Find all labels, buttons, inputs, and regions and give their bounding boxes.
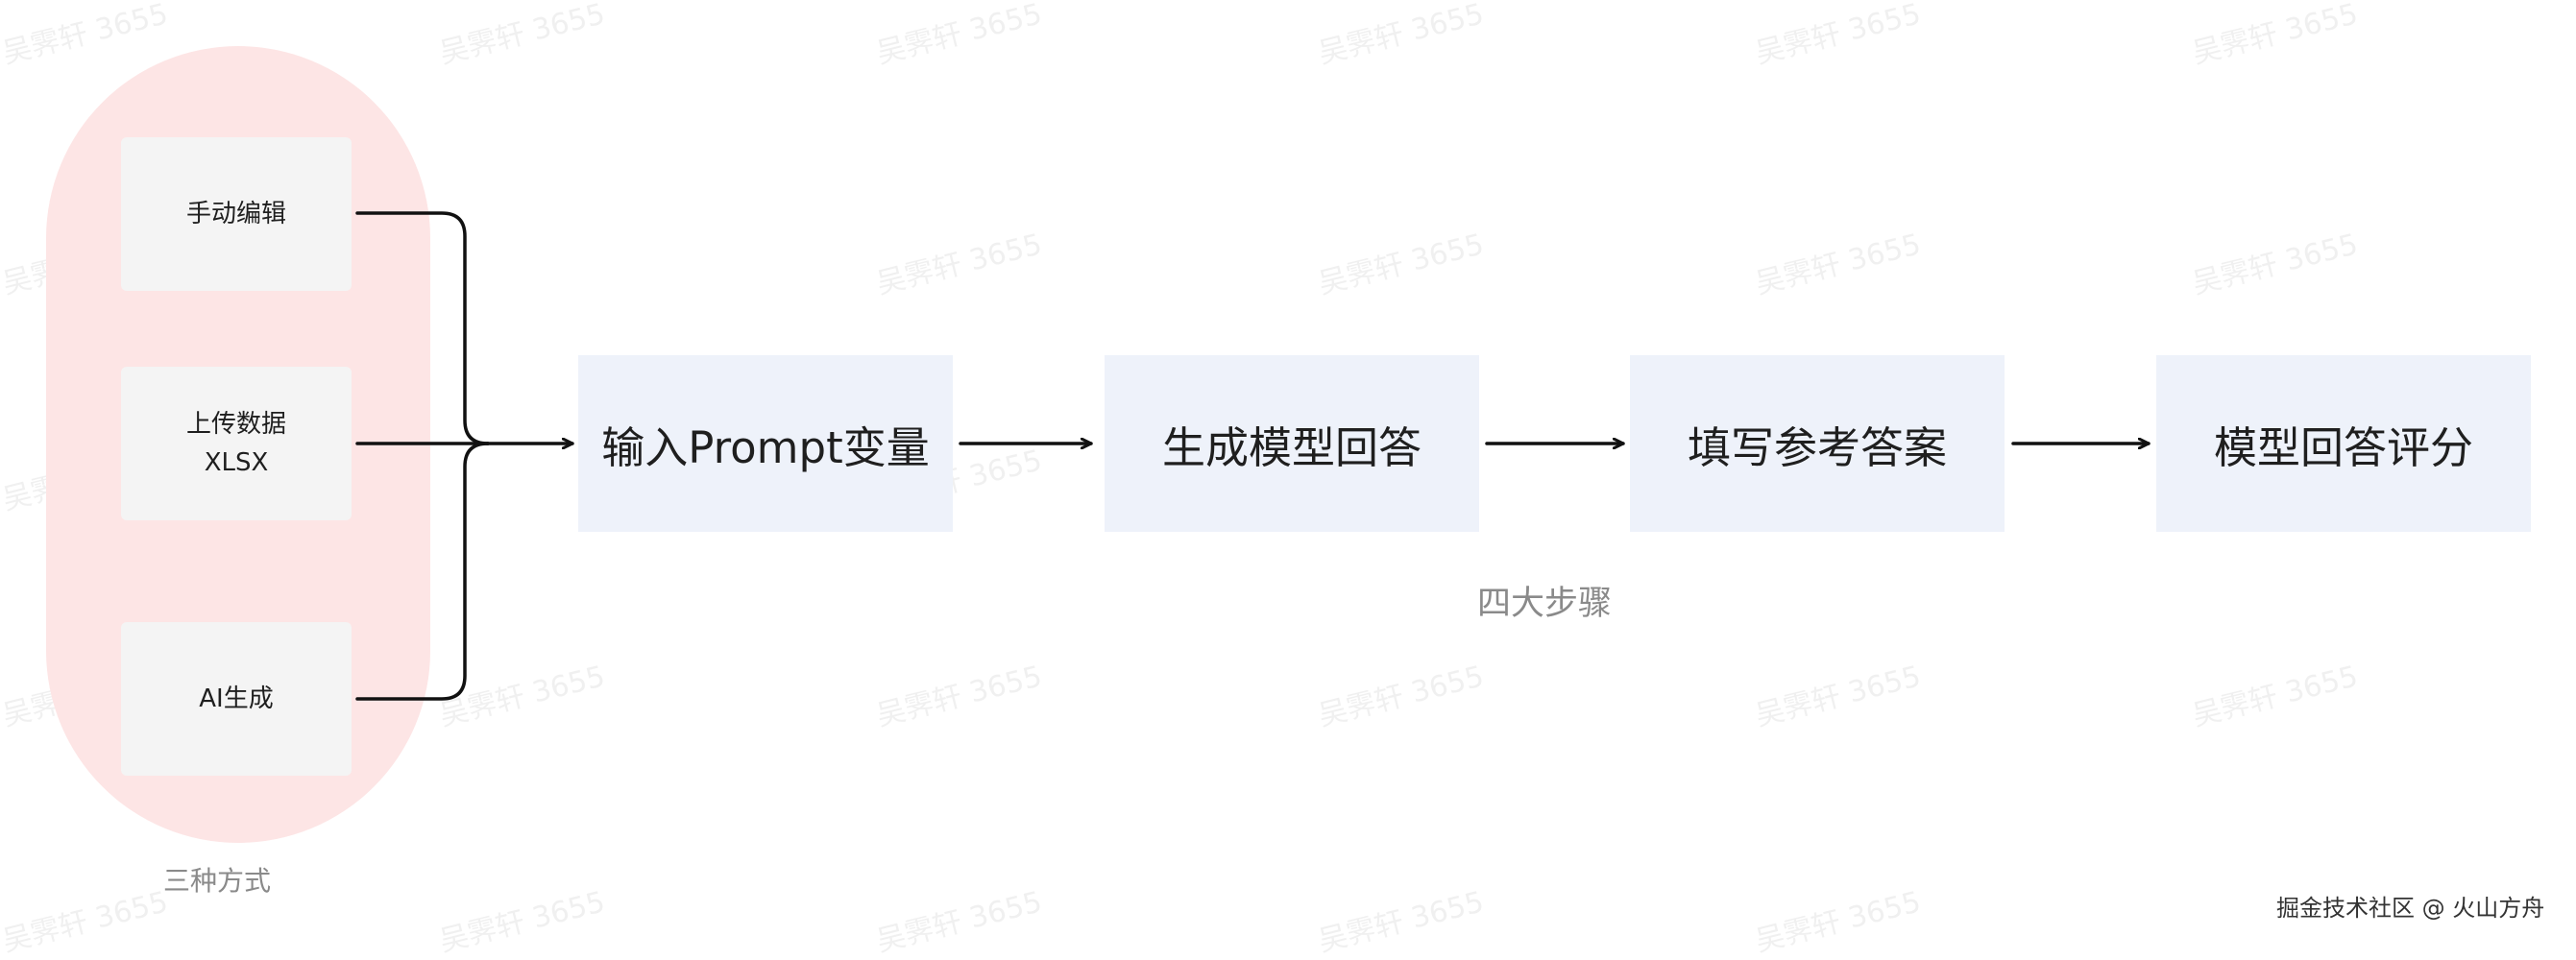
connector-ai <box>355 442 490 701</box>
source-upload-format: XLSX <box>204 448 269 477</box>
step-label: 输入Prompt变量 <box>601 421 930 473</box>
source-upload-xlsx: 上传数据 XLSX <box>121 367 352 520</box>
source-manual-edit-label: 手动编辑 <box>185 200 286 228</box>
step-input-prompt-variables: 输入Prompt变量 <box>578 355 953 532</box>
source-manual-edit: 手动编辑 <box>121 137 352 291</box>
connector-manual <box>355 211 490 445</box>
step-label: 填写参考答案 <box>1687 421 1947 473</box>
step-score-model-answer: 模型回答评分 <box>2156 355 2531 532</box>
step-generate-model-answer: 生成模型回答 <box>1105 355 1479 532</box>
step-label: 模型回答评分 <box>2213 421 2473 473</box>
source-ai-generate-label: AI生成 <box>199 684 274 713</box>
methods-caption: 三种方式 <box>163 865 272 897</box>
source-upload-label: 上传数据 <box>185 410 286 439</box>
step-fill-reference-answer: 填写参考答案 <box>1630 355 2005 532</box>
steps-caption: 四大步骤 <box>1477 585 1613 623</box>
footer-credit: 掘金技术社区 @ 火山方舟 <box>2276 895 2545 922</box>
source-ai-generate: AI生成 <box>121 622 352 776</box>
step-label: 生成模型回答 <box>1161 421 1422 473</box>
